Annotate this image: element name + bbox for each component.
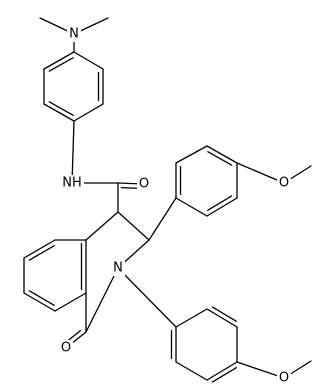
aromatic-bond [175, 308, 208, 328]
aromatic-bond-second-line [211, 367, 237, 383]
atom-labels: N NH O O N O O [59, 26, 291, 386]
aromatic-bond [175, 361, 208, 381]
aromatic-bond [73, 51, 104, 70]
amide-oxygen-label: O [139, 177, 149, 192]
aromatic-bond [23, 292, 56, 312]
ring-bond [85, 211, 119, 241]
aryl-amide-nitrogen-bond [71, 120, 75, 184]
ring-bond [85, 267, 119, 333]
lower-methoxy-oxygen-label: O [279, 371, 289, 386]
aromatic-bond [206, 361, 238, 381]
aromatic-bond [43, 103, 75, 122]
aromatic-bond [43, 51, 75, 70]
bond-lines [23, 17, 312, 383]
amide-nh-label: NH [62, 176, 82, 191]
aromatic-bond [23, 239, 56, 259]
methoxy-bond [236, 162, 285, 184]
aromatic-bond [175, 197, 208, 217]
aromatic-bond [206, 145, 238, 164]
aromatic-bond-second-line [207, 195, 233, 211]
aromatic-bond [206, 308, 238, 328]
upper-methoxy-oxygen-label: O [279, 176, 289, 191]
aromatic-bond-second-line [48, 101, 74, 117]
aromatic-bond [73, 103, 104, 122]
aromatic-bond-second-line [28, 290, 55, 307]
aromatic-bond [175, 145, 208, 164]
aromatic-bond-second-line [48, 56, 74, 72]
n-aryl-bond [117, 267, 177, 328]
aromatic-bond [206, 197, 238, 217]
lactam-oxygen-label: O [61, 341, 71, 356]
ring-nitrogen-label: N [113, 261, 123, 276]
aromatic-bond-second-line [211, 306, 237, 322]
dimethylamino-nitrogen-label: N [69, 27, 79, 42]
ring-bond [117, 211, 150, 241]
methoxy-bond [236, 361, 285, 379]
aryl-attachment-bond [148, 197, 177, 241]
aromatic-bond [54, 292, 87, 312]
aromatic-bond-second-line [207, 150, 233, 166]
aromatic-bond-second-line [28, 244, 55, 261]
